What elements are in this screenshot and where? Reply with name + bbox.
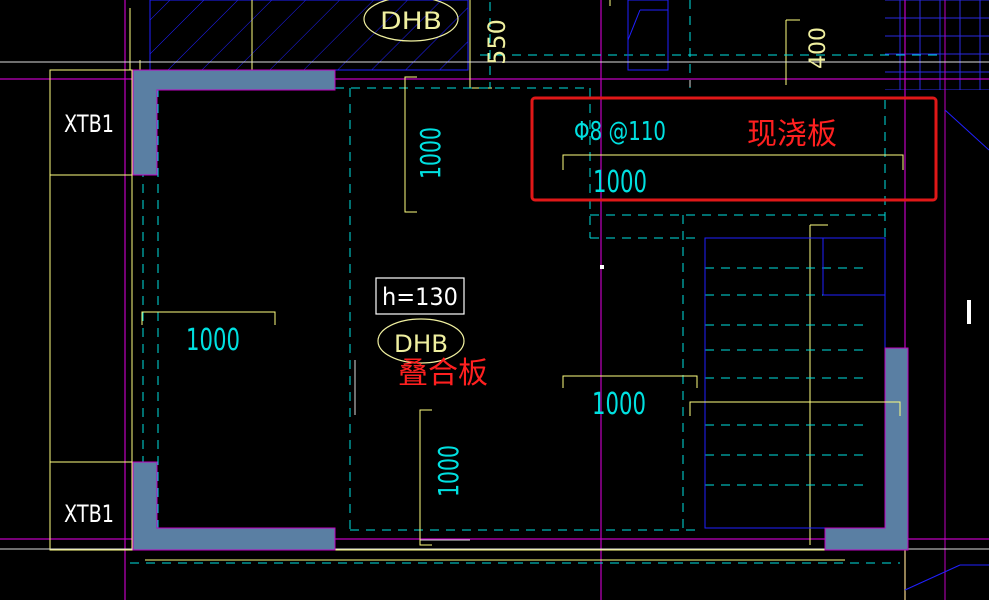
- dim-1000-right-label: 1000: [592, 387, 646, 422]
- composite-slab-label: 叠合板: [398, 356, 488, 391]
- grid-region: [885, 0, 989, 90]
- marker-dot: [600, 265, 604, 269]
- cast-in-place-slab-label: 现浇板: [747, 117, 837, 152]
- dhb-label-top: DHB: [380, 7, 442, 35]
- xtb1-label-bottom: XTB1: [64, 500, 114, 528]
- cast-slab-highlight-box: [530, 96, 938, 202]
- slab-thickness-label: h=130: [382, 283, 458, 311]
- xtb1-label-top: XTB1: [64, 110, 114, 138]
- dim-1000-vertical-bottom-label: 1000: [432, 445, 465, 497]
- rebar-spec-label: Φ8 @110: [574, 117, 666, 147]
- dhb-ellipse-mid: [377, 318, 465, 364]
- hatched-slab-region: [150, 0, 468, 70]
- dim-550-label: 550: [483, 19, 511, 65]
- dim-400-label: 400: [806, 27, 831, 69]
- dhb-ellipse-top: [363, 0, 459, 42]
- dimension-brackets: [141, 76, 904, 546]
- wall-section: [132, 69, 909, 551]
- marker-dot: [967, 300, 971, 324]
- dhb-label-mid: DHB: [394, 330, 448, 358]
- dim-1000-cast-label: 1000: [593, 165, 647, 200]
- dim-1000-vertical-top-label: 1000: [414, 127, 447, 179]
- slab-thickness-box: [375, 277, 465, 315]
- dim-1000-left-label: 1000: [186, 323, 240, 358]
